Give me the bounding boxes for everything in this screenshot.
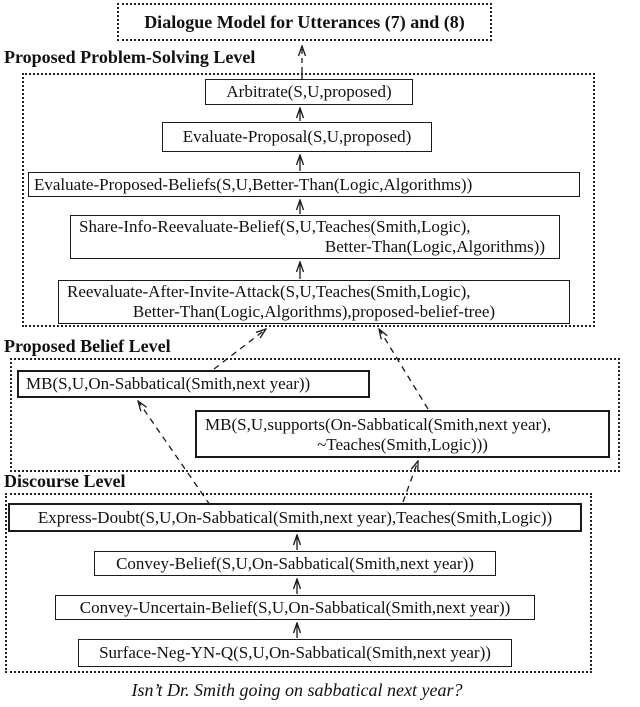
discourse-level-box <box>5 493 592 673</box>
node-text-line: Share-Info-Reevaluate-Belief(S,U,Teaches… <box>79 217 471 236</box>
level-label-problem-solving: Proposed Problem-Solving Level <box>4 47 256 67</box>
node-text-line: Better-Than(Logic,Algorithms),proposed-b… <box>132 302 496 321</box>
node-surface-neg-yn-q: Surface-Neg-YN-Q(S,U,On-Sabbatical(Smith… <box>78 639 512 667</box>
node-text: Evaluate-Proposed-Beliefs(S,U,Better-Tha… <box>34 174 473 194</box>
node-arbitrate: Arbitrate(S,U,proposed) <box>205 79 413 105</box>
node-text-line: Better-Than(Logic,Algorithms)) <box>324 237 545 256</box>
level-label-discourse: Discourse Level <box>4 471 126 491</box>
node-text: Convey-Uncertain-Belief(S,U,On-Sabbatica… <box>79 597 511 617</box>
node-text-line: MB(S,U,supports(On-Sabbatical(Smith,next… <box>205 415 552 434</box>
node-evaluate-proposed-beliefs: Evaluate-Proposed-Beliefs(S,U,Better-Tha… <box>28 172 580 197</box>
node-convey-uncertain-belief: Convey-Uncertain-Belief(S,U,On-Sabbatica… <box>55 595 535 620</box>
node-mb-on-sabbatical: MB(S,U,On-Sabbatical(Smith,next year)) <box>17 370 370 398</box>
node-text: Convey-Belief(S,U,On-Sabbatical(Smith,ne… <box>116 553 474 573</box>
node-text: Evaluate-Proposal(S,U,proposed) <box>182 127 412 146</box>
node-text: MB(S,U,On-Sabbatical(Smith,next year)) <box>26 374 311 393</box>
node-share-info-reevaluate-belief: Share-Info-Reevaluate-Belief(S,U,Teaches… <box>70 215 560 259</box>
problem-solving-level-box <box>22 73 595 327</box>
node-text: Surface-Neg-YN-Q(S,U,On-Sabbatical(Smith… <box>99 643 491 662</box>
title-box: Dialogue Model for Utterances (7) and (8… <box>117 3 492 41</box>
node-text-line: Reevaluate-After-Invite-Attack(S,U,Teach… <box>67 282 471 301</box>
node-text: Express-Doubt(S,U,On-Sabbatical(Smith,ne… <box>37 507 553 527</box>
node-convey-belief: Convey-Belief(S,U,On-Sabbatical(Smith,ne… <box>94 551 496 576</box>
utterance-caption: Isn’t Dr. Smith going on sabbatical next… <box>131 680 463 700</box>
proposed-belief-level-box <box>10 358 620 472</box>
level-label-proposed-belief: Proposed Belief Level <box>4 336 171 356</box>
node-mb-supports: MB(S,U,supports(On-Sabbatical(Smith,next… <box>195 410 610 458</box>
figure-title: Dialogue Model for Utterances (7) and (8… <box>144 11 465 32</box>
node-reevaluate-after-invite-attack: Reevaluate-After-Invite-Attack(S,U,Teach… <box>58 280 570 324</box>
node-text: Arbitrate(S,U,proposed) <box>226 82 392 101</box>
node-evaluate-proposal: Evaluate-Proposal(S,U,proposed) <box>162 122 432 152</box>
node-text-line: ~Teaches(Smith,Logic))) <box>317 435 488 454</box>
node-express-doubt: Express-Doubt(S,U,On-Sabbatical(Smith,ne… <box>8 503 582 532</box>
